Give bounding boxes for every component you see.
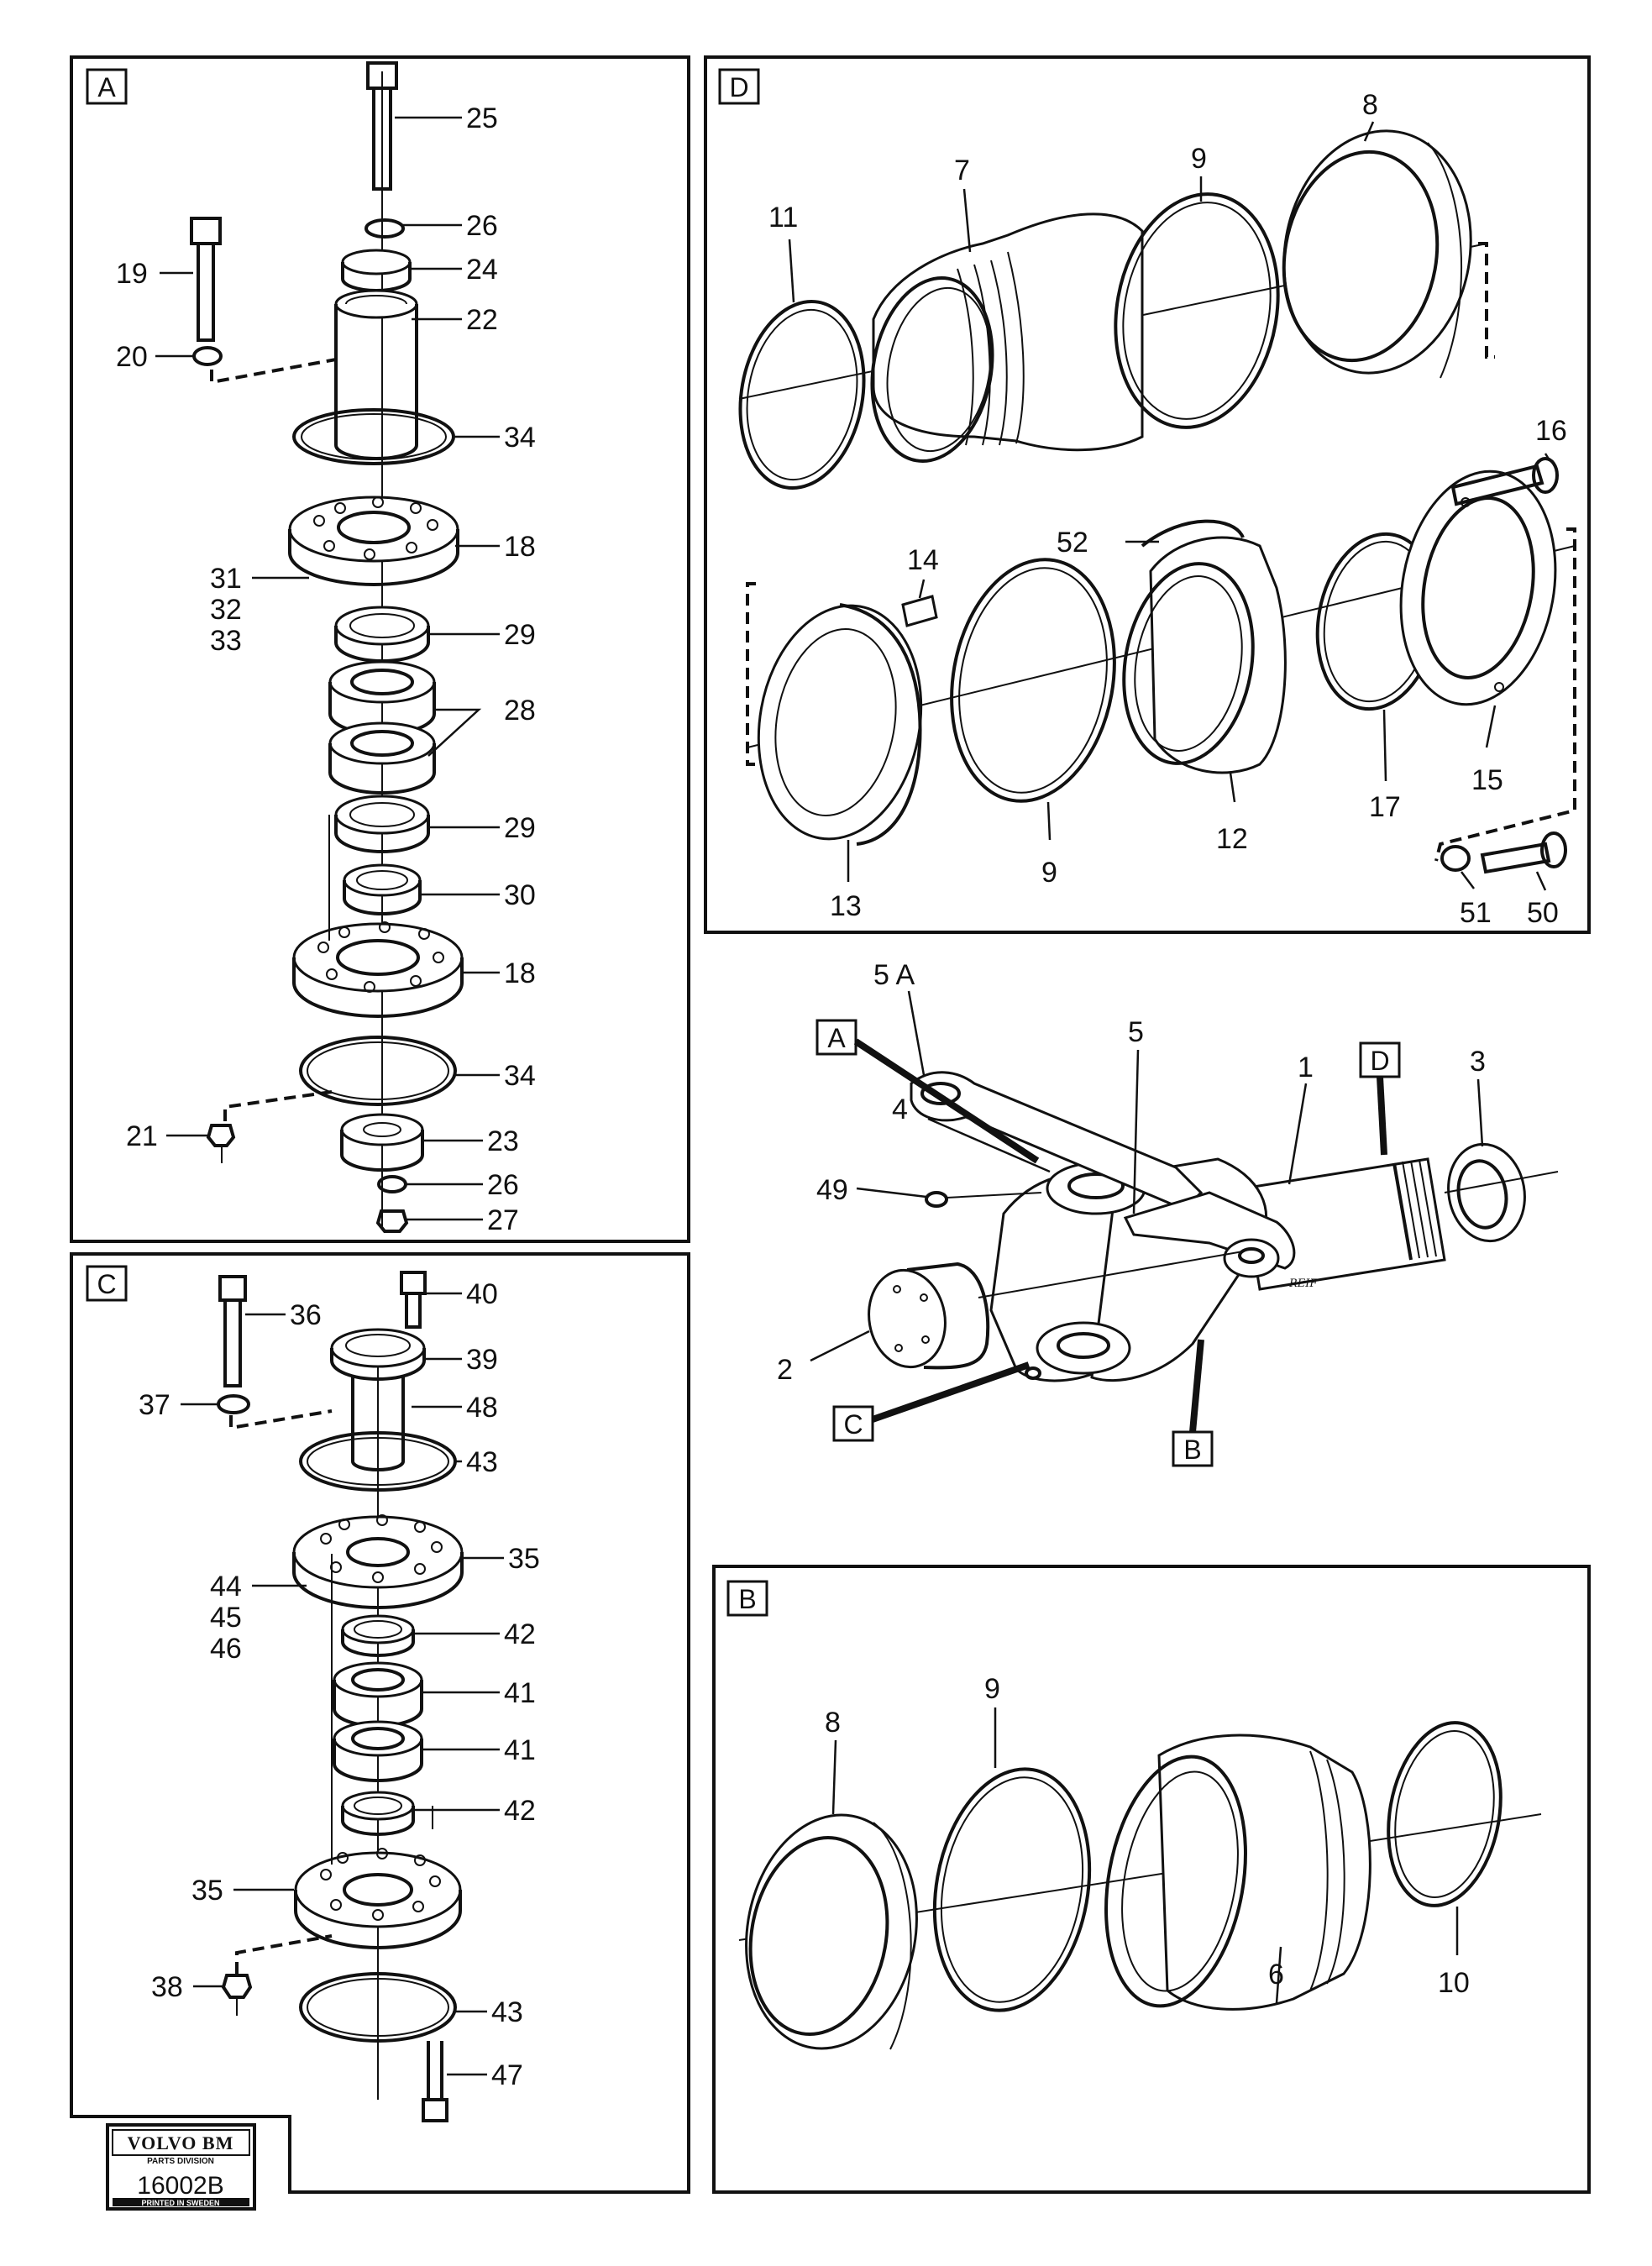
label-d-17: 17 — [1369, 791, 1401, 823]
panel-a-tag: A — [86, 68, 128, 105]
label-b-6: 6 — [1268, 1959, 1284, 1991]
panel-d-frame — [704, 55, 1591, 934]
label-c-41-top: 41 — [504, 1677, 536, 1709]
label-b-10: 10 — [1438, 1967, 1470, 1999]
logo-printed: PRINTED IN SWEDEN — [141, 2199, 219, 2207]
label-d-51: 51 — [1460, 897, 1492, 929]
panel-d-drawing — [738, 129, 1576, 874]
label-c-40: 40 — [466, 1278, 498, 1310]
label-c-41-bottom: 41 — [504, 1734, 536, 1766]
label-d-11: 11 — [768, 202, 798, 233]
label-d-50: 50 — [1527, 897, 1559, 929]
svg-text:A: A — [97, 72, 116, 102]
label-a-26-bottom: 26 — [487, 1169, 519, 1201]
label-c-37: 37 — [139, 1389, 170, 1421]
label-d-14: 14 — [907, 544, 939, 576]
label-main-49: 49 — [816, 1174, 848, 1206]
label-a-34: 34 — [504, 422, 536, 454]
main-tag-a: A — [827, 1023, 846, 1053]
label-c-38: 38 — [151, 1971, 183, 2003]
panel-c-frame — [70, 1252, 690, 2194]
label-d-15: 15 — [1471, 764, 1503, 796]
label-c-46: 46 — [210, 1633, 242, 1665]
label-a-27: 27 — [487, 1204, 519, 1236]
label-a-31: 31 — [210, 563, 242, 595]
label-b-9: 9 — [984, 1673, 1000, 1705]
svg-text:D: D — [729, 72, 748, 102]
panel-a-frame — [70, 55, 690, 1243]
label-c-45: 45 — [210, 1602, 242, 1634]
volvo-bm-logo: VOLVO BM PARTS DIVISION 16002B PRINTED I… — [106, 2123, 256, 2211]
main-assembly-tags: A D C B — [816, 1019, 1401, 1467]
label-a-18-bottom: 18 — [504, 957, 536, 989]
axle-stamp: REIF — [1288, 1277, 1318, 1290]
label-d-9-bottom: 9 — [1041, 857, 1057, 889]
panel-c-labels: 40 36 39 37 48 43 35 44 45 46 42 41 41 4… — [139, 1278, 540, 2091]
svg-text:C: C — [97, 1269, 116, 1299]
label-a-33: 33 — [210, 625, 242, 657]
panel-b-labels: 8 9 10 6 — [825, 1673, 1470, 2004]
label-main-5a: 5 A — [873, 959, 915, 991]
svg-text:B: B — [738, 1584, 756, 1614]
label-a-21: 21 — [126, 1120, 158, 1152]
logo-part-number: 16002B — [137, 2172, 223, 2200]
label-a-24: 24 — [466, 254, 498, 286]
label-a-19: 19 — [116, 258, 148, 290]
label-main-3: 3 — [1470, 1046, 1486, 1078]
panel-a-labels: 25 26 24 19 22 20 34 18 31 32 33 29 28 2… — [116, 102, 536, 1236]
label-c-47: 47 — [491, 2059, 523, 2091]
label-a-22: 22 — [466, 304, 498, 336]
label-c-44: 44 — [210, 1571, 242, 1602]
panel-d-tag: D — [718, 68, 760, 105]
label-a-20: 20 — [116, 341, 148, 373]
label-a-32: 32 — [210, 594, 242, 626]
label-main-1: 1 — [1298, 1052, 1314, 1083]
label-a-28: 28 — [504, 695, 536, 726]
main-assembly-labels: 5 A 5 1 3 4 49 2 — [777, 959, 1486, 1386]
label-d-12: 12 — [1216, 823, 1248, 855]
label-a-29-bottom: 29 — [504, 812, 536, 844]
label-a-18: 18 — [504, 531, 536, 563]
label-a-30: 30 — [504, 879, 536, 911]
panel-d-labels: 8 9 11 7 16 52 14 13 9 12 17 15 51 50 — [768, 89, 1567, 929]
label-c-35-bottom: 35 — [191, 1875, 223, 1907]
panel-c-tag: C — [86, 1265, 128, 1302]
label-c-48: 48 — [466, 1392, 498, 1424]
label-d-7: 7 — [954, 155, 970, 186]
logo-brand: VOLVO BM — [128, 2132, 234, 2153]
label-c-42-top: 42 — [504, 1618, 536, 1650]
label-main-2: 2 — [777, 1354, 793, 1386]
label-d-52: 52 — [1057, 527, 1088, 559]
label-d-16: 16 — [1535, 415, 1567, 447]
label-b-8: 8 — [825, 1707, 841, 1739]
main-tag-d: D — [1370, 1046, 1389, 1076]
label-a-34-bottom: 34 — [504, 1060, 536, 1092]
label-c-43-bottom: 43 — [491, 1996, 523, 2028]
main-assembly-drawing: REIF — [868, 1071, 1559, 1382]
label-c-43: 43 — [466, 1446, 498, 1478]
label-c-36: 36 — [290, 1299, 322, 1331]
label-d-13: 13 — [830, 890, 862, 922]
panel-b-frame — [712, 1565, 1591, 2194]
label-a-29-top: 29 — [504, 619, 536, 651]
main-tag-b: B — [1183, 1435, 1201, 1465]
label-a-25: 25 — [466, 102, 498, 134]
label-c-39: 39 — [466, 1344, 498, 1376]
label-main-4: 4 — [892, 1094, 908, 1125]
label-a-23: 23 — [487, 1125, 519, 1157]
label-d-9-top: 9 — [1191, 143, 1207, 175]
main-tag-c: C — [843, 1409, 863, 1440]
label-c-35: 35 — [508, 1543, 540, 1575]
panel-c-drawing — [217, 1271, 464, 2122]
logo-division: PARTS DIVISION — [147, 2157, 214, 2166]
label-main-5: 5 — [1128, 1016, 1144, 1048]
panel-b-tag: B — [726, 1580, 768, 1617]
label-c-42-bottom: 42 — [504, 1795, 536, 1827]
label-d-8: 8 — [1362, 89, 1378, 121]
panel-b-drawing — [738, 1721, 1542, 2050]
label-a-26: 26 — [466, 210, 498, 242]
